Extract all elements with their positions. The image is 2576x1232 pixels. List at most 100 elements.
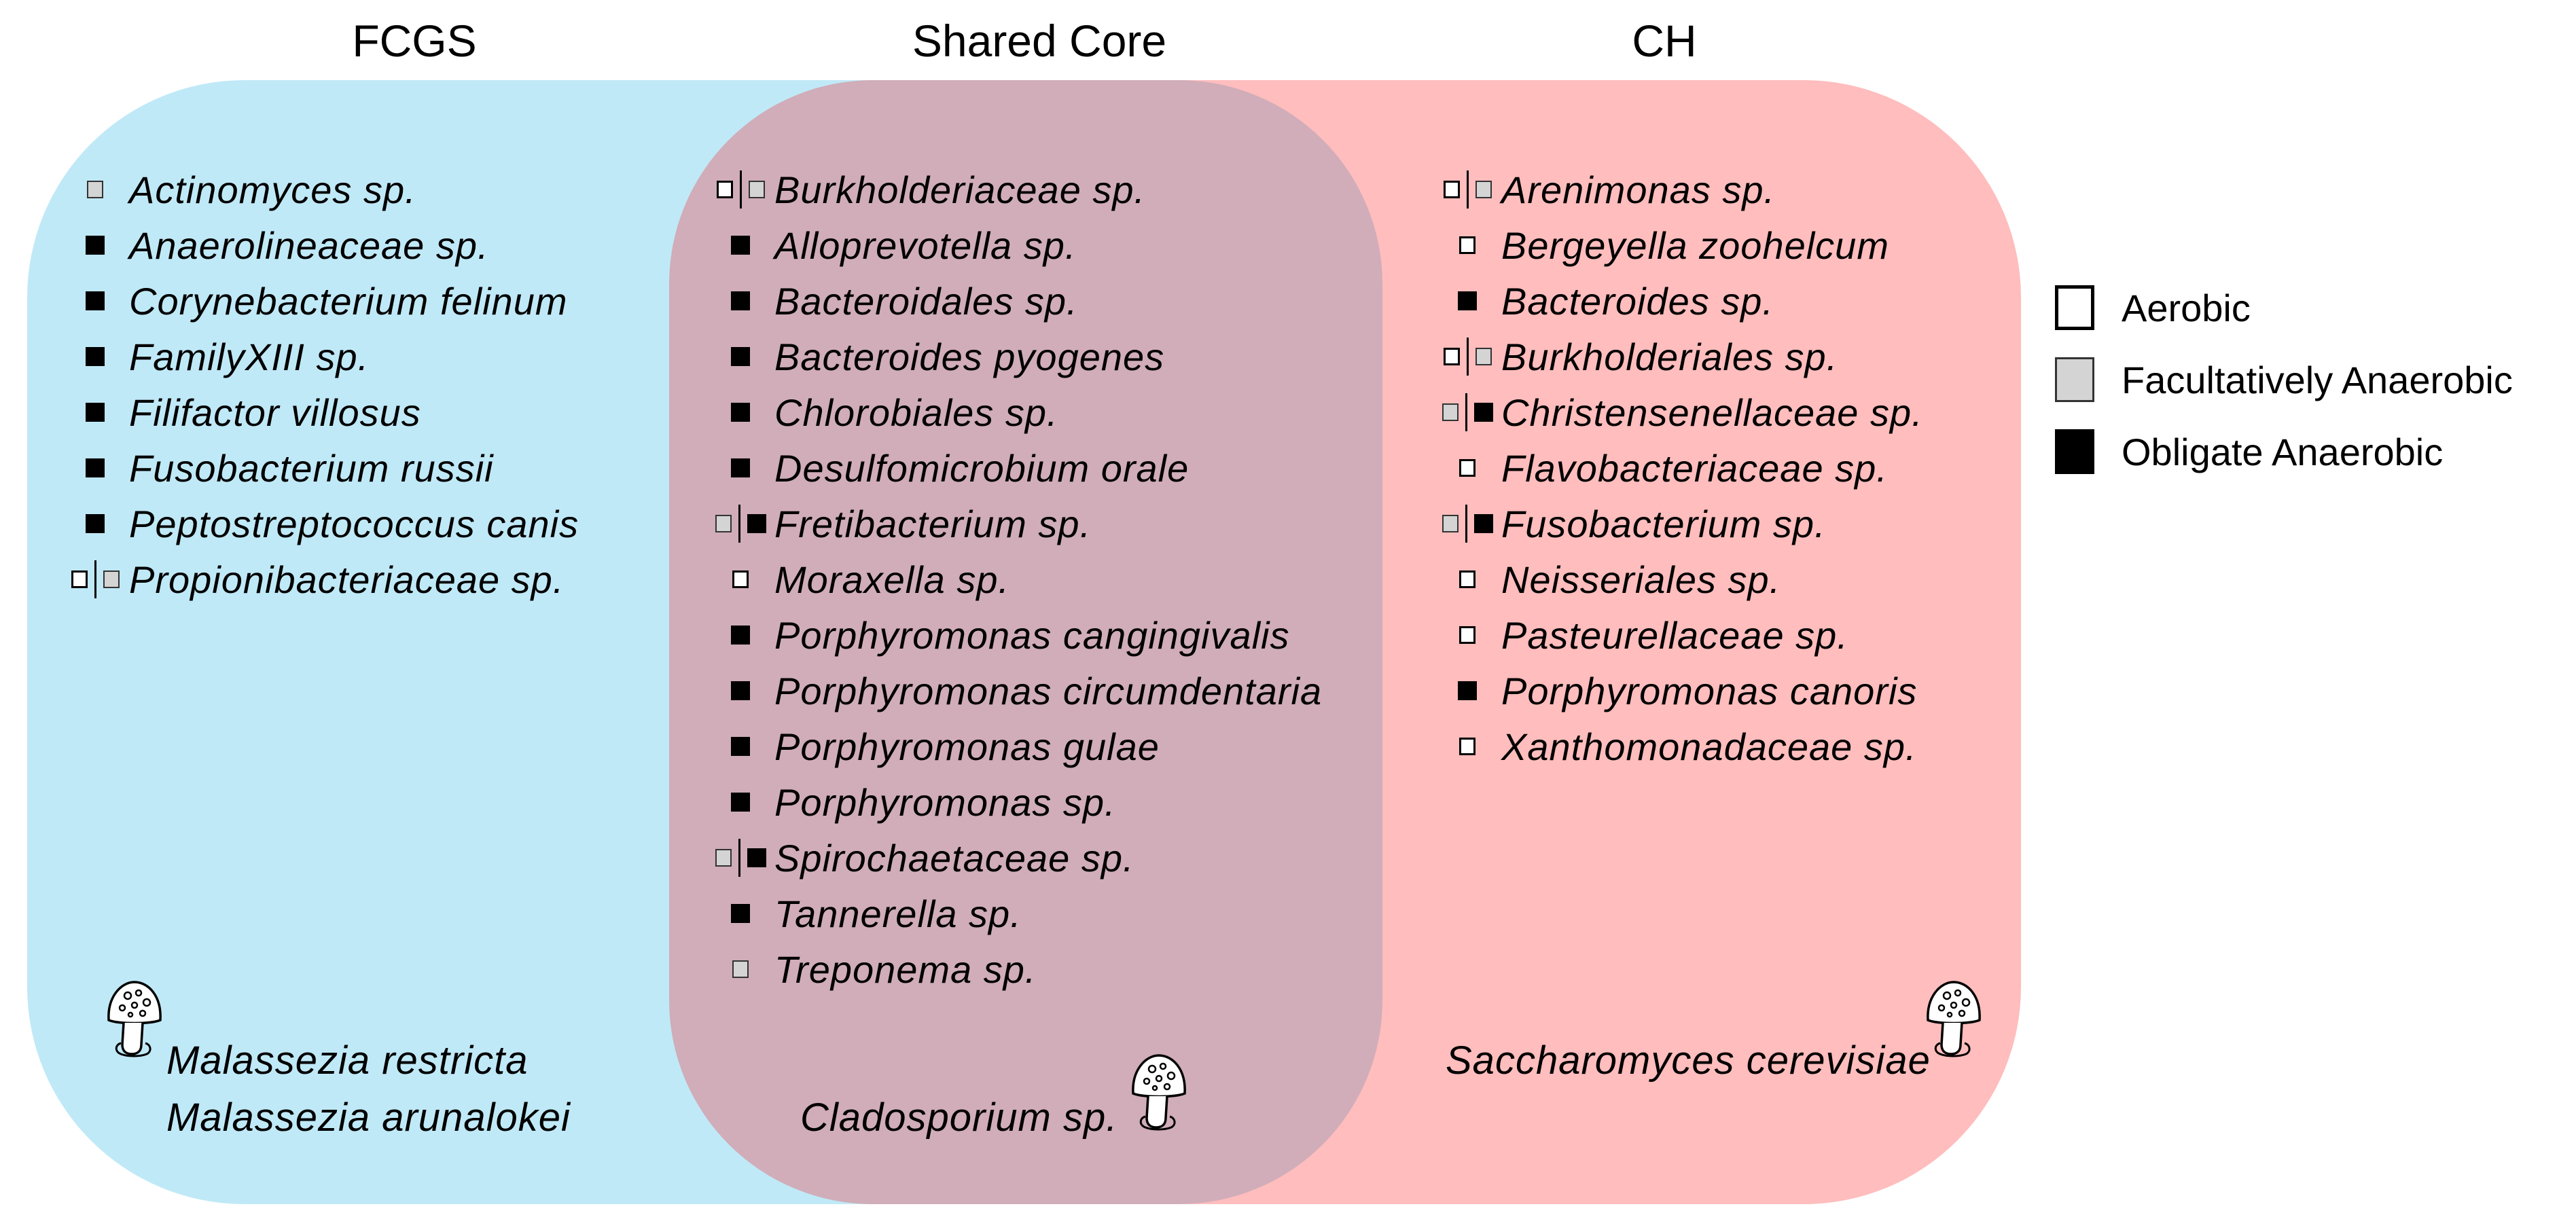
species-name: Filifactor villosus (129, 391, 421, 434)
mushroom-icon (1927, 981, 1981, 1057)
oxygen-requirement-icons (706, 793, 774, 812)
species-name: Chlorobiales sp. (774, 391, 1058, 434)
species-item: Porphyromonas sp. (706, 774, 1372, 830)
species-item: Corynebacterium felinum (61, 273, 659, 329)
obligate-square-icon (86, 403, 105, 422)
fcgs-header: FCGS (352, 16, 477, 66)
species-name: Arenimonas sp. (1501, 168, 1776, 211)
species-name: Porphyromonas cangingivalis (774, 613, 1290, 657)
obligate-square-icon (1473, 514, 1493, 533)
oxygen-requirement-icons (1433, 681, 1501, 700)
species-item: Xanthomonadaceae sp. (1433, 719, 1990, 774)
species-item: Anaerolineaceae sp. (61, 217, 659, 273)
facultative-square-icon (1442, 515, 1459, 532)
species-item: Bacteroides sp. (1433, 273, 1990, 329)
species-item: Fusobacterium sp. (1433, 496, 1990, 551)
aerobic-square-icon (1443, 181, 1460, 198)
species-name: Pasteurellaceae sp. (1501, 613, 1848, 657)
oxygen-requirement-icons (1433, 459, 1501, 477)
species-item: Flavobacteriaceae sp. (1433, 440, 1990, 496)
ch-fungus: Saccharomyces cerevisiae (1446, 1038, 1931, 1083)
aerobic-square-icon (1459, 459, 1475, 477)
oxygen-requirement-icons (706, 960, 774, 978)
oxygen-requirement-icons (1433, 291, 1501, 310)
species-name: Fretibacterium sp. (774, 502, 1092, 545)
obligate-square-icon (731, 793, 750, 812)
species-name: Propionibacteriaceae sp. (129, 558, 565, 601)
facultative-square-icon (1442, 403, 1459, 421)
facultative-square-icon (1475, 181, 1492, 198)
shared-core-species-list: Burkholderiaceae sp.Alloprevotella sp.Ba… (706, 162, 1372, 997)
obligate-square-icon (1458, 291, 1477, 310)
species-item: Propionibacteriaceae sp. (61, 551, 659, 607)
obligate-square-icon (1473, 403, 1493, 422)
fcgs-species-list: Actinomyces sp.Anaerolineaceae sp. Coryne… (61, 162, 659, 607)
facultative-square-icon (1475, 348, 1492, 365)
oxygen-requirement-icons (706, 839, 774, 877)
oxygen-requirement-icons (61, 181, 129, 198)
facultative-swatch-icon (2055, 357, 2094, 402)
oxygen-requirement-icons (706, 570, 774, 588)
oxygen-requirement-icons (61, 236, 129, 255)
oxygen-requirement-icons (706, 505, 774, 543)
species-item: Tannerella sp. (706, 886, 1372, 941)
separator-line (738, 839, 740, 877)
oxygen-requirement-icons (61, 347, 129, 366)
species-name: FamilyXIII sp. (129, 335, 370, 378)
obligate-square-icon (86, 458, 105, 477)
facultative-square-icon (732, 960, 749, 978)
oxygen-requirement-icons (1433, 338, 1501, 376)
species-name: Christensenellaceae sp. (1501, 391, 1923, 434)
obligate-square-icon (731, 236, 750, 255)
oxygen-requirement-icons (706, 236, 774, 255)
species-name: Porphyromonas gulae (774, 725, 1160, 768)
species-item: Bacteroidales sp. (706, 273, 1372, 329)
legend-item-facultative: Facultatively Anaerobic (2055, 344, 2571, 416)
species-item: Fretibacterium sp. (706, 496, 1372, 551)
species-item: Actinomyces sp. (61, 162, 659, 217)
obligate-square-icon (86, 236, 105, 255)
species-name: Bacteroides pyogenes (774, 335, 1165, 378)
oxygen-requirement-icons (706, 170, 774, 209)
species-item: Arenimonas sp. (1433, 162, 1990, 217)
species-item: Porphyromonas canoris (1433, 663, 1990, 719)
oxygen-requirement-icons (706, 291, 774, 310)
oxygen-requirement-icons (1433, 626, 1501, 644)
species-name: Corynebacterium felinum (129, 279, 568, 323)
oxygen-requirement-icons (61, 403, 129, 422)
obligate-square-icon (86, 291, 105, 310)
separator-line (1466, 338, 1469, 376)
obligate-square-icon (731, 737, 750, 756)
oxygen-requirement-icons (706, 347, 774, 366)
species-name: Porphyromonas sp. (774, 780, 1116, 824)
species-item: Treponema sp. (706, 941, 1372, 997)
oxygen-requirement-icons (1433, 570, 1501, 588)
mushroom-icon (1132, 1054, 1186, 1131)
species-item: Filifactor villosus (61, 384, 659, 440)
aerobic-swatch-icon (2055, 285, 2094, 330)
species-name: Flavobacteriaceae sp. (1501, 446, 1888, 490)
oxygen-requirement-icons (706, 403, 774, 422)
species-item: Porphyromonas cangingivalis (706, 607, 1372, 663)
oxygen-requirement-icons (61, 291, 129, 310)
aerobic-square-icon (1459, 236, 1475, 254)
oxygen-requirement-icons (706, 626, 774, 645)
oxygen-requirement-icons (1433, 505, 1501, 543)
fcgs-fungus: Malassezia arunalokei (166, 1095, 571, 1140)
obligate-square-icon (747, 848, 766, 867)
obligate-square-icon (747, 514, 766, 533)
facultative-square-icon (715, 849, 732, 867)
legend-label: Aerobic (2122, 286, 2251, 329)
obligate-square-icon (86, 347, 105, 366)
species-item: Christensenellaceae sp. (1433, 384, 1990, 440)
legend-label: Obligate Anaerobic (2122, 430, 2444, 473)
oxygen-requirement-icons (1433, 170, 1501, 209)
aerobic-square-icon (716, 181, 733, 198)
species-item: Fusobacterium russii (61, 440, 659, 496)
aerobic-square-icon (1459, 570, 1475, 588)
shared-core-region (669, 80, 1382, 1204)
separator-line (94, 560, 96, 598)
species-item: Porphyromonas circumdentaria (706, 663, 1372, 719)
species-name: Burkholderiales sp. (1501, 335, 1838, 378)
species-name: Bacteroidales sp. (774, 279, 1078, 323)
